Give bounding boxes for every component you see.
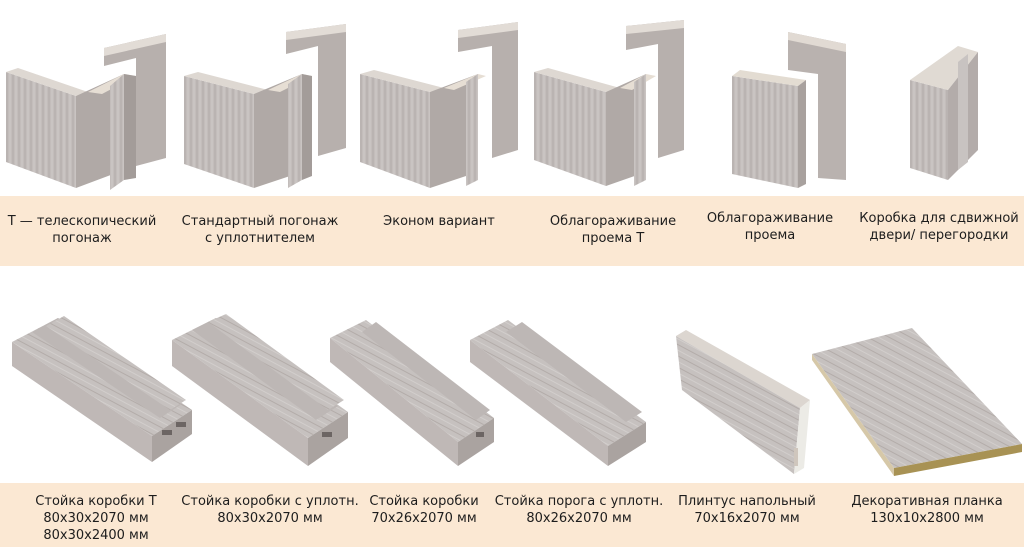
product-image-plinth xyxy=(676,330,810,476)
product-image-post-seal xyxy=(172,312,350,468)
caption-line: погонаж xyxy=(52,231,112,246)
caption-line: 80x30x2070 мм xyxy=(217,511,323,526)
caption-line: Стойка коробки Т xyxy=(35,494,157,509)
caption-line: Облагораживание xyxy=(706,211,834,226)
product-image-t-telescopic xyxy=(6,30,171,192)
caption-sliding-box: Коробка для сдвижной двери/ перегородки xyxy=(856,210,1022,244)
caption-line: Декоративная планка xyxy=(851,494,1003,509)
product-image-threshold-seal xyxy=(470,318,648,468)
caption-decor-plank: Декоративная планка 130x10x2800 мм xyxy=(842,493,1012,527)
product-image-post-box xyxy=(330,318,496,468)
caption-opening: Облагораживание проема xyxy=(690,210,850,244)
caption-econom: Эконом вариант xyxy=(356,213,522,230)
caption-line: двери/ перегородки xyxy=(869,228,1009,243)
product-image-opening xyxy=(732,30,850,190)
caption-opening-t: Облагораживание проема Т xyxy=(530,213,696,247)
product-image-post-t xyxy=(12,312,192,464)
product-image-decor-plank xyxy=(812,328,1024,478)
caption-post-box: Стойка коробки 70x26x2070 мм xyxy=(346,493,502,527)
caption-post-t: Стойка коробки Т 80x30x2070 мм 80x30x240… xyxy=(8,493,184,544)
caption-line: 80x30x2070 мм xyxy=(43,511,149,526)
caption-line: 130x10x2800 мм xyxy=(870,511,984,526)
caption-line: Стандартный погонаж xyxy=(181,214,339,229)
caption-band-top xyxy=(0,196,1024,266)
caption-line: Т — телескопический xyxy=(7,214,157,229)
caption-line: 70x16x2070 мм xyxy=(694,511,800,526)
caption-post-seal: Стойка коробки с уплотн. 80x30x2070 мм xyxy=(172,493,368,527)
caption-plinth: Плинтус напольный 70x16x2070 мм xyxy=(672,493,822,527)
caption-line: Плинтус напольный xyxy=(678,494,816,509)
product-image-opening-t xyxy=(534,20,689,190)
caption-line: Коробка для сдвижной xyxy=(859,211,1019,226)
caption-line: с уплотнителем xyxy=(205,231,315,246)
caption-line: 80x30x2400 мм xyxy=(43,528,149,543)
product-image-standard-seal xyxy=(184,24,349,190)
caption-line: проема xyxy=(744,228,796,243)
caption-threshold-seal: Стойка порога с уплотн. 80x26x2070 мм xyxy=(486,493,672,527)
caption-band-bottom xyxy=(0,483,1024,547)
product-image-econom xyxy=(360,22,522,190)
caption-line: проема Т xyxy=(581,231,645,246)
caption-line: Стойка порога с уплотн. xyxy=(494,494,664,509)
caption-line: Эконом вариант xyxy=(383,214,495,229)
caption-line: Облагораживание xyxy=(549,214,677,229)
caption-line: 80x26x2070 мм xyxy=(526,511,632,526)
caption-line: Стойка коробки с уплотн. xyxy=(181,494,359,509)
caption-line: Стойка коробки xyxy=(369,494,479,509)
caption-standard-seal: Стандартный погонаж с уплотнителем xyxy=(174,213,346,247)
caption-t-telescopic: Т — телескопический погонаж xyxy=(0,213,166,247)
product-image-sliding-box xyxy=(904,42,984,182)
caption-line: 70x26x2070 мм xyxy=(371,511,477,526)
